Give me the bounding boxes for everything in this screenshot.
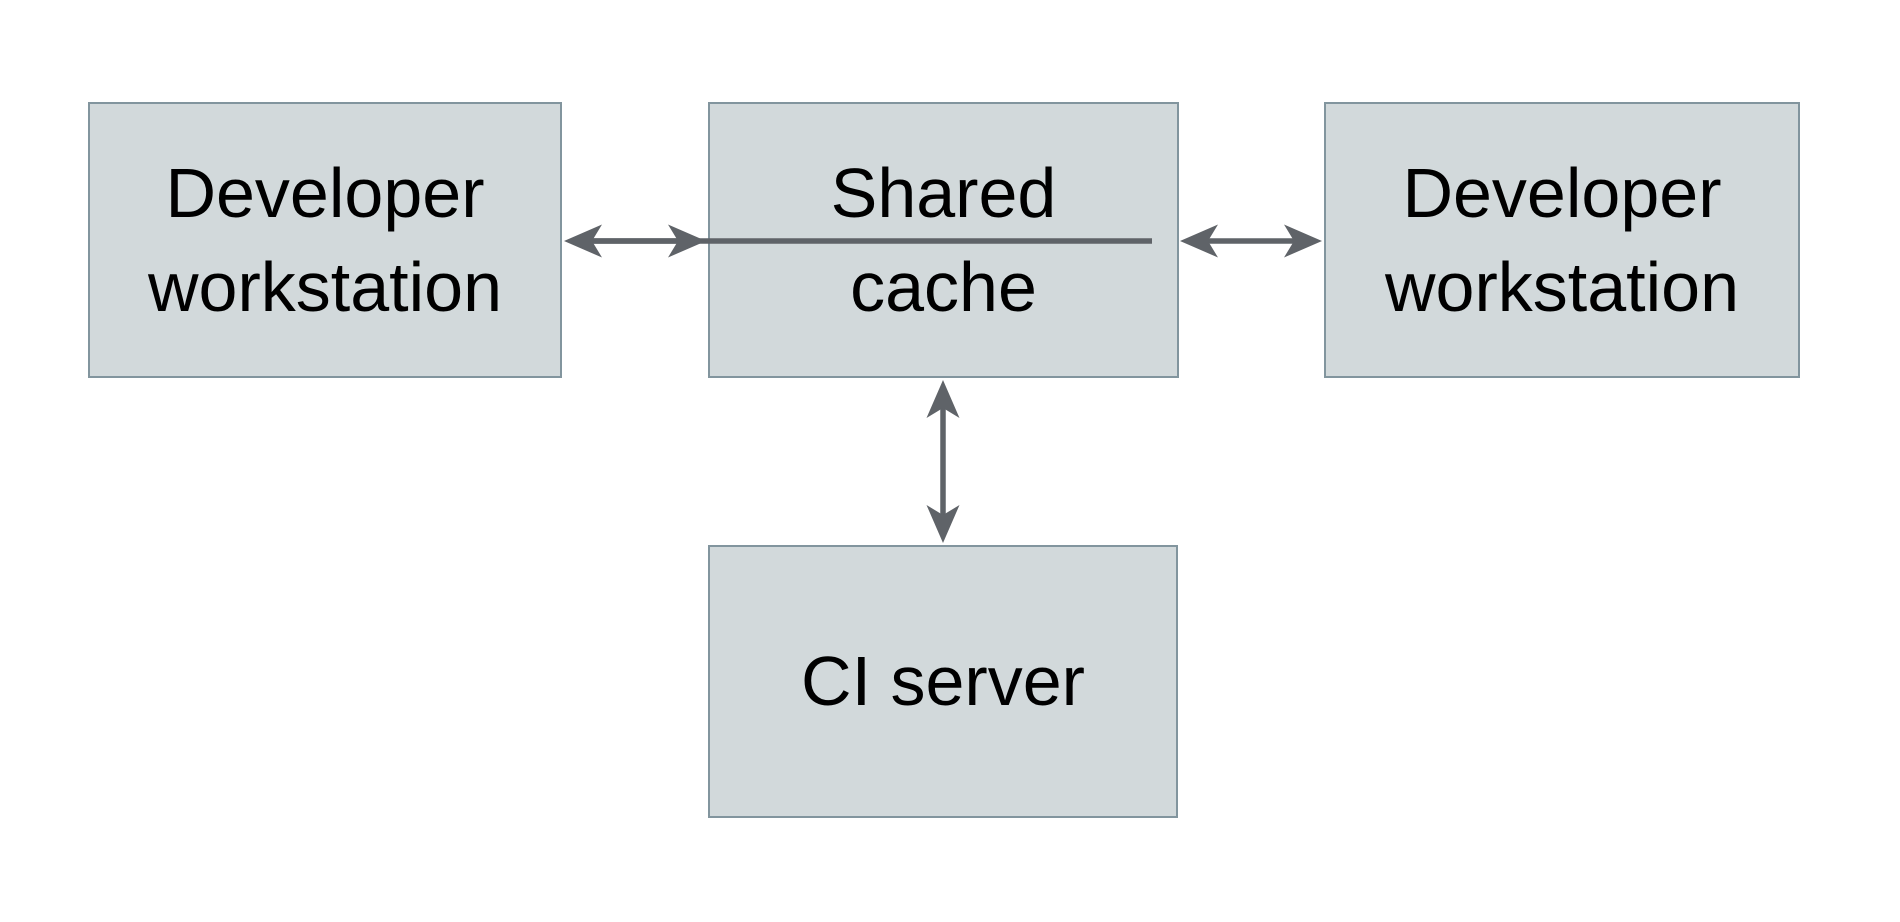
arrowhead-right-icon	[1284, 224, 1322, 258]
arrowhead-left-icon	[1180, 224, 1218, 258]
arrowhead-down-icon	[926, 505, 960, 543]
node-label-ci-server: CI server	[801, 642, 1085, 721]
node-developer-workstation-right: Developer workstation	[1324, 102, 1800, 378]
node-label-shared-cache: Shared cache	[830, 153, 1057, 327]
bidirectional-arrow-shared-cache-right-workstation	[1180, 224, 1322, 258]
node-label-developer-workstation-left: Developer workstation	[147, 153, 503, 327]
node-shared-cache: Shared cache	[708, 102, 1179, 378]
bidirectional-arrow-shared-cache-ci-server	[926, 380, 960, 543]
arrowhead-left-icon	[564, 224, 602, 258]
node-label-developer-workstation-right: Developer workstation	[1384, 153, 1740, 327]
node-developer-workstation-left: Developer workstation	[88, 102, 562, 378]
node-ci-server: CI server	[708, 545, 1178, 818]
arrowhead-right-icon	[668, 224, 706, 258]
arrowhead-up-icon	[926, 380, 960, 418]
